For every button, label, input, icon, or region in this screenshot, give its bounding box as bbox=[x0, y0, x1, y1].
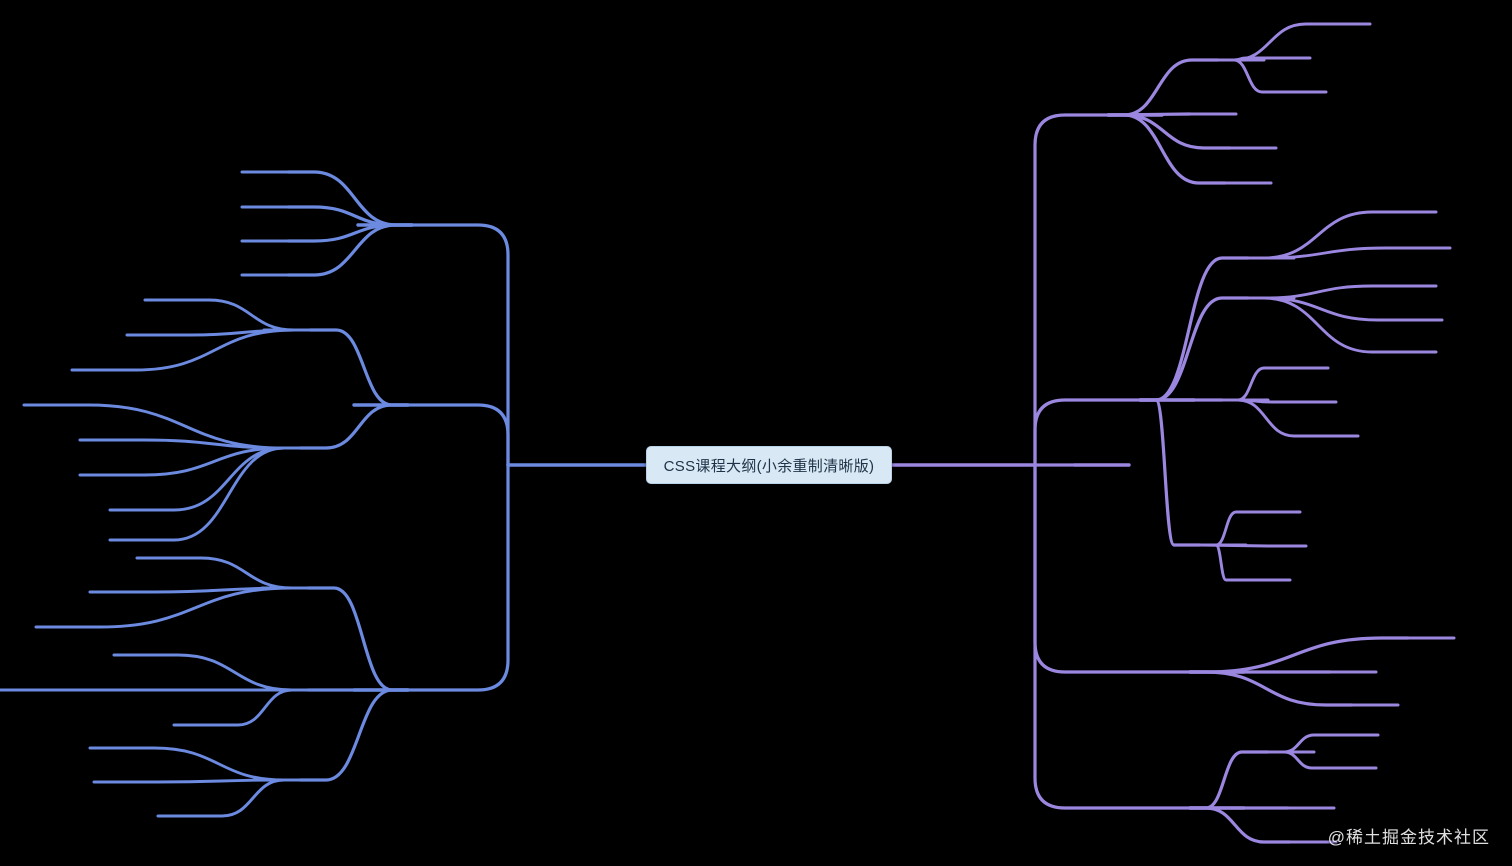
connector bbox=[406, 403, 510, 467]
connector bbox=[72, 586, 310, 629]
connector bbox=[1246, 284, 1400, 300]
connector bbox=[150, 653, 310, 692]
connector bbox=[1138, 296, 1250, 402]
connector bbox=[1220, 398, 1322, 438]
connector bbox=[1188, 806, 1292, 844]
connector bbox=[1033, 463, 1192, 810]
connector bbox=[1188, 670, 1354, 707]
connector bbox=[126, 586, 310, 594]
root-node-label: CSS课程大纲(小余重制清晰版) bbox=[663, 457, 875, 475]
connector bbox=[1138, 256, 1250, 402]
connector bbox=[1033, 113, 1110, 467]
connector bbox=[410, 223, 510, 467]
root-node[interactable]: CSS课程大纲(小余重制清晰版) bbox=[646, 446, 892, 484]
connector bbox=[1188, 636, 1410, 674]
connector bbox=[108, 328, 312, 372]
connector bbox=[130, 778, 302, 784]
connector bbox=[406, 463, 510, 692]
connector bbox=[146, 446, 302, 512]
connector bbox=[173, 556, 310, 590]
connector bbox=[1106, 113, 1227, 185]
connector bbox=[1216, 58, 1290, 94]
connector bbox=[1198, 543, 1254, 582]
connector bbox=[1138, 398, 1202, 547]
connector bbox=[298, 688, 410, 782]
connector bbox=[1266, 733, 1342, 754]
connector bbox=[286, 223, 414, 277]
connector bbox=[60, 403, 302, 450]
connector bbox=[1246, 296, 1400, 354]
connector bbox=[1216, 22, 1334, 62]
connector bbox=[286, 205, 414, 227]
connector bbox=[1216, 56, 1274, 62]
connector bbox=[306, 586, 410, 692]
connector bbox=[163, 328, 312, 337]
connector bbox=[1106, 58, 1220, 117]
connector bbox=[298, 403, 410, 450]
connector bbox=[210, 688, 310, 727]
connector bbox=[1220, 398, 1300, 404]
connector bbox=[286, 223, 414, 243]
connector bbox=[1198, 543, 1270, 548]
connector bbox=[1266, 750, 1340, 770]
connector bbox=[1246, 210, 1400, 260]
connector bbox=[181, 298, 312, 332]
connector bbox=[1220, 366, 1292, 402]
connector bbox=[286, 170, 414, 227]
connector bbox=[146, 446, 302, 542]
connector bbox=[1106, 113, 1232, 150]
connector bbox=[116, 438, 302, 450]
connector bbox=[1246, 296, 1406, 322]
connector bbox=[1033, 463, 1192, 674]
connector bbox=[1033, 398, 1142, 467]
connector bbox=[308, 328, 410, 407]
connector bbox=[1198, 510, 1264, 547]
connector bbox=[116, 446, 302, 477]
watermark: @稀土掘金技术社区 bbox=[1327, 828, 1490, 847]
connector bbox=[1246, 246, 1414, 260]
connector bbox=[1188, 750, 1270, 810]
connector bbox=[194, 778, 302, 818]
connector bbox=[1106, 112, 1192, 117]
connector bbox=[126, 746, 302, 782]
